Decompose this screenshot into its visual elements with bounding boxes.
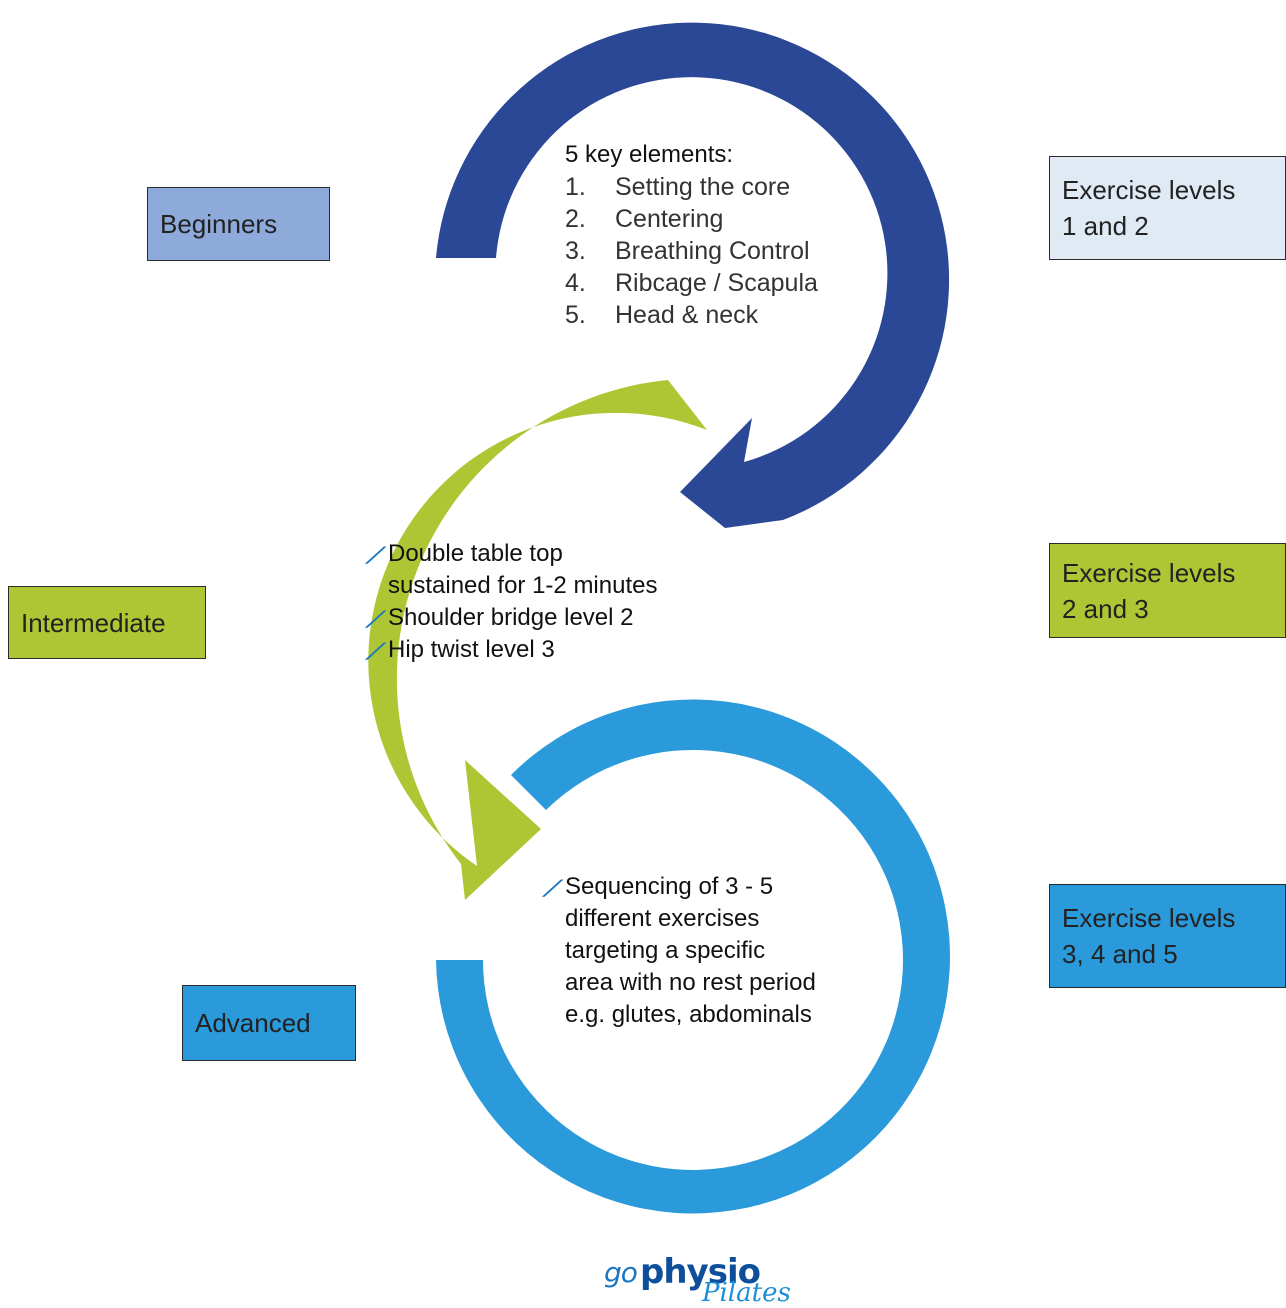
list-number: 2. — [565, 205, 586, 233]
list-number: 3. — [565, 237, 586, 265]
list-number: 4. — [565, 269, 586, 297]
list-item: 5. Head & neck — [565, 299, 865, 331]
bullet-text: Shoulder bridge level 2 — [388, 604, 634, 631]
list-text: Head & neck — [615, 301, 759, 329]
bullet-text: Double table top — [388, 540, 563, 567]
exercise-levels-intermediate: Exercise levels 2 and 3 — [1049, 543, 1286, 638]
advanced-bullet-list: ⟋ Sequencing of 3 - 5 different exercise… — [543, 871, 873, 1031]
list-item: 4. Ribcage / Scapula — [565, 267, 865, 299]
list-number: 1. — [565, 173, 586, 201]
figure-icon: ⟋ — [366, 543, 382, 568]
level-advanced-label: Advanced — [195, 1008, 311, 1038]
list-item: 2. Centering — [565, 203, 865, 235]
level-beginners-label: Beginners — [160, 209, 278, 239]
intermediate-bullet-list: ⟋ Double table top sustained for 1-2 min… — [366, 538, 726, 666]
logo-go: go — [604, 1256, 638, 1289]
exercise-levels-advanced: Exercise levels 3, 4 and 5 — [1049, 884, 1286, 988]
list-item: ⟋ Hip twist level 3 — [366, 634, 726, 666]
bullet-text-continued: area with no rest period — [565, 969, 816, 996]
key-elements: 5 key elements: 1. Setting the core 2. Cen… — [565, 139, 865, 331]
key-elements-list: 1. Setting the core 2. Centering 3. Breathi… — [565, 171, 865, 331]
level-beginners: Beginners — [147, 187, 330, 261]
exercise-levels-intermediate-line1: Exercise levels — [1062, 557, 1236, 588]
exercise-levels-advanced-line1: Exercise levels — [1062, 903, 1236, 933]
logo-pilates: Pilates — [702, 1278, 791, 1308]
list-text: Setting the core — [615, 173, 791, 201]
intermediate-exercises: ⟋ Double table top sustained for 1-2 min… — [366, 538, 726, 666]
exercise-levels-beginners-line1: Exercise levels — [1062, 175, 1236, 205]
list-text: Ribcage / Scapula — [615, 269, 818, 297]
level-intermediate-label: Intermediate — [21, 607, 166, 638]
list-text: Centering — [615, 205, 724, 233]
bullet-text-continued: sustained for 1-2 minutes — [388, 572, 658, 599]
exercise-levels-beginners: Exercise levels 1 and 2 — [1049, 156, 1286, 260]
list-item: 3. Breathing Control — [565, 235, 865, 267]
bullet-text-continued: different exercises — [565, 905, 760, 932]
level-advanced: Advanced — [182, 985, 356, 1061]
bullet-text: Hip twist level 3 — [388, 636, 555, 663]
list-item: ⟋ Sequencing of 3 - 5 different exercise… — [543, 871, 873, 1031]
key-elements-title: 5 key elements: — [565, 141, 734, 168]
list-item: 1. Setting the core — [565, 171, 865, 203]
bullet-text-continued: targeting a specific — [565, 937, 766, 964]
figure-icon: ⟋ — [543, 876, 559, 901]
logo-physio: physio — [640, 1252, 761, 1292]
advanced-exercises: ⟋ Sequencing of 3 - 5 different exercise… — [543, 871, 873, 1031]
exercise-levels-intermediate-line2: 2 and 3 — [1062, 593, 1149, 624]
exercise-levels-advanced-line2: 3, 4 and 5 — [1062, 939, 1178, 969]
bullet-text-continued: e.g. glutes, abdominals — [565, 1001, 812, 1028]
level-intermediate: Intermediate — [8, 586, 206, 659]
list-text: Breathing Control — [615, 237, 810, 265]
figure-icon: ⟋ — [366, 639, 382, 664]
figure-icon: ⟋ — [366, 607, 382, 632]
list-item: ⟋ Shoulder bridge level 2 — [366, 602, 726, 634]
gophysio-pilates-logo: go physio Pilates — [604, 1252, 804, 1308]
exercise-levels-beginners-line2: 1 and 2 — [1062, 211, 1149, 241]
list-item: ⟋ Double table top sustained for 1-2 min… — [366, 538, 726, 602]
list-number: 5. — [565, 301, 586, 329]
bullet-text: Sequencing of 3 - 5 — [565, 873, 774, 900]
